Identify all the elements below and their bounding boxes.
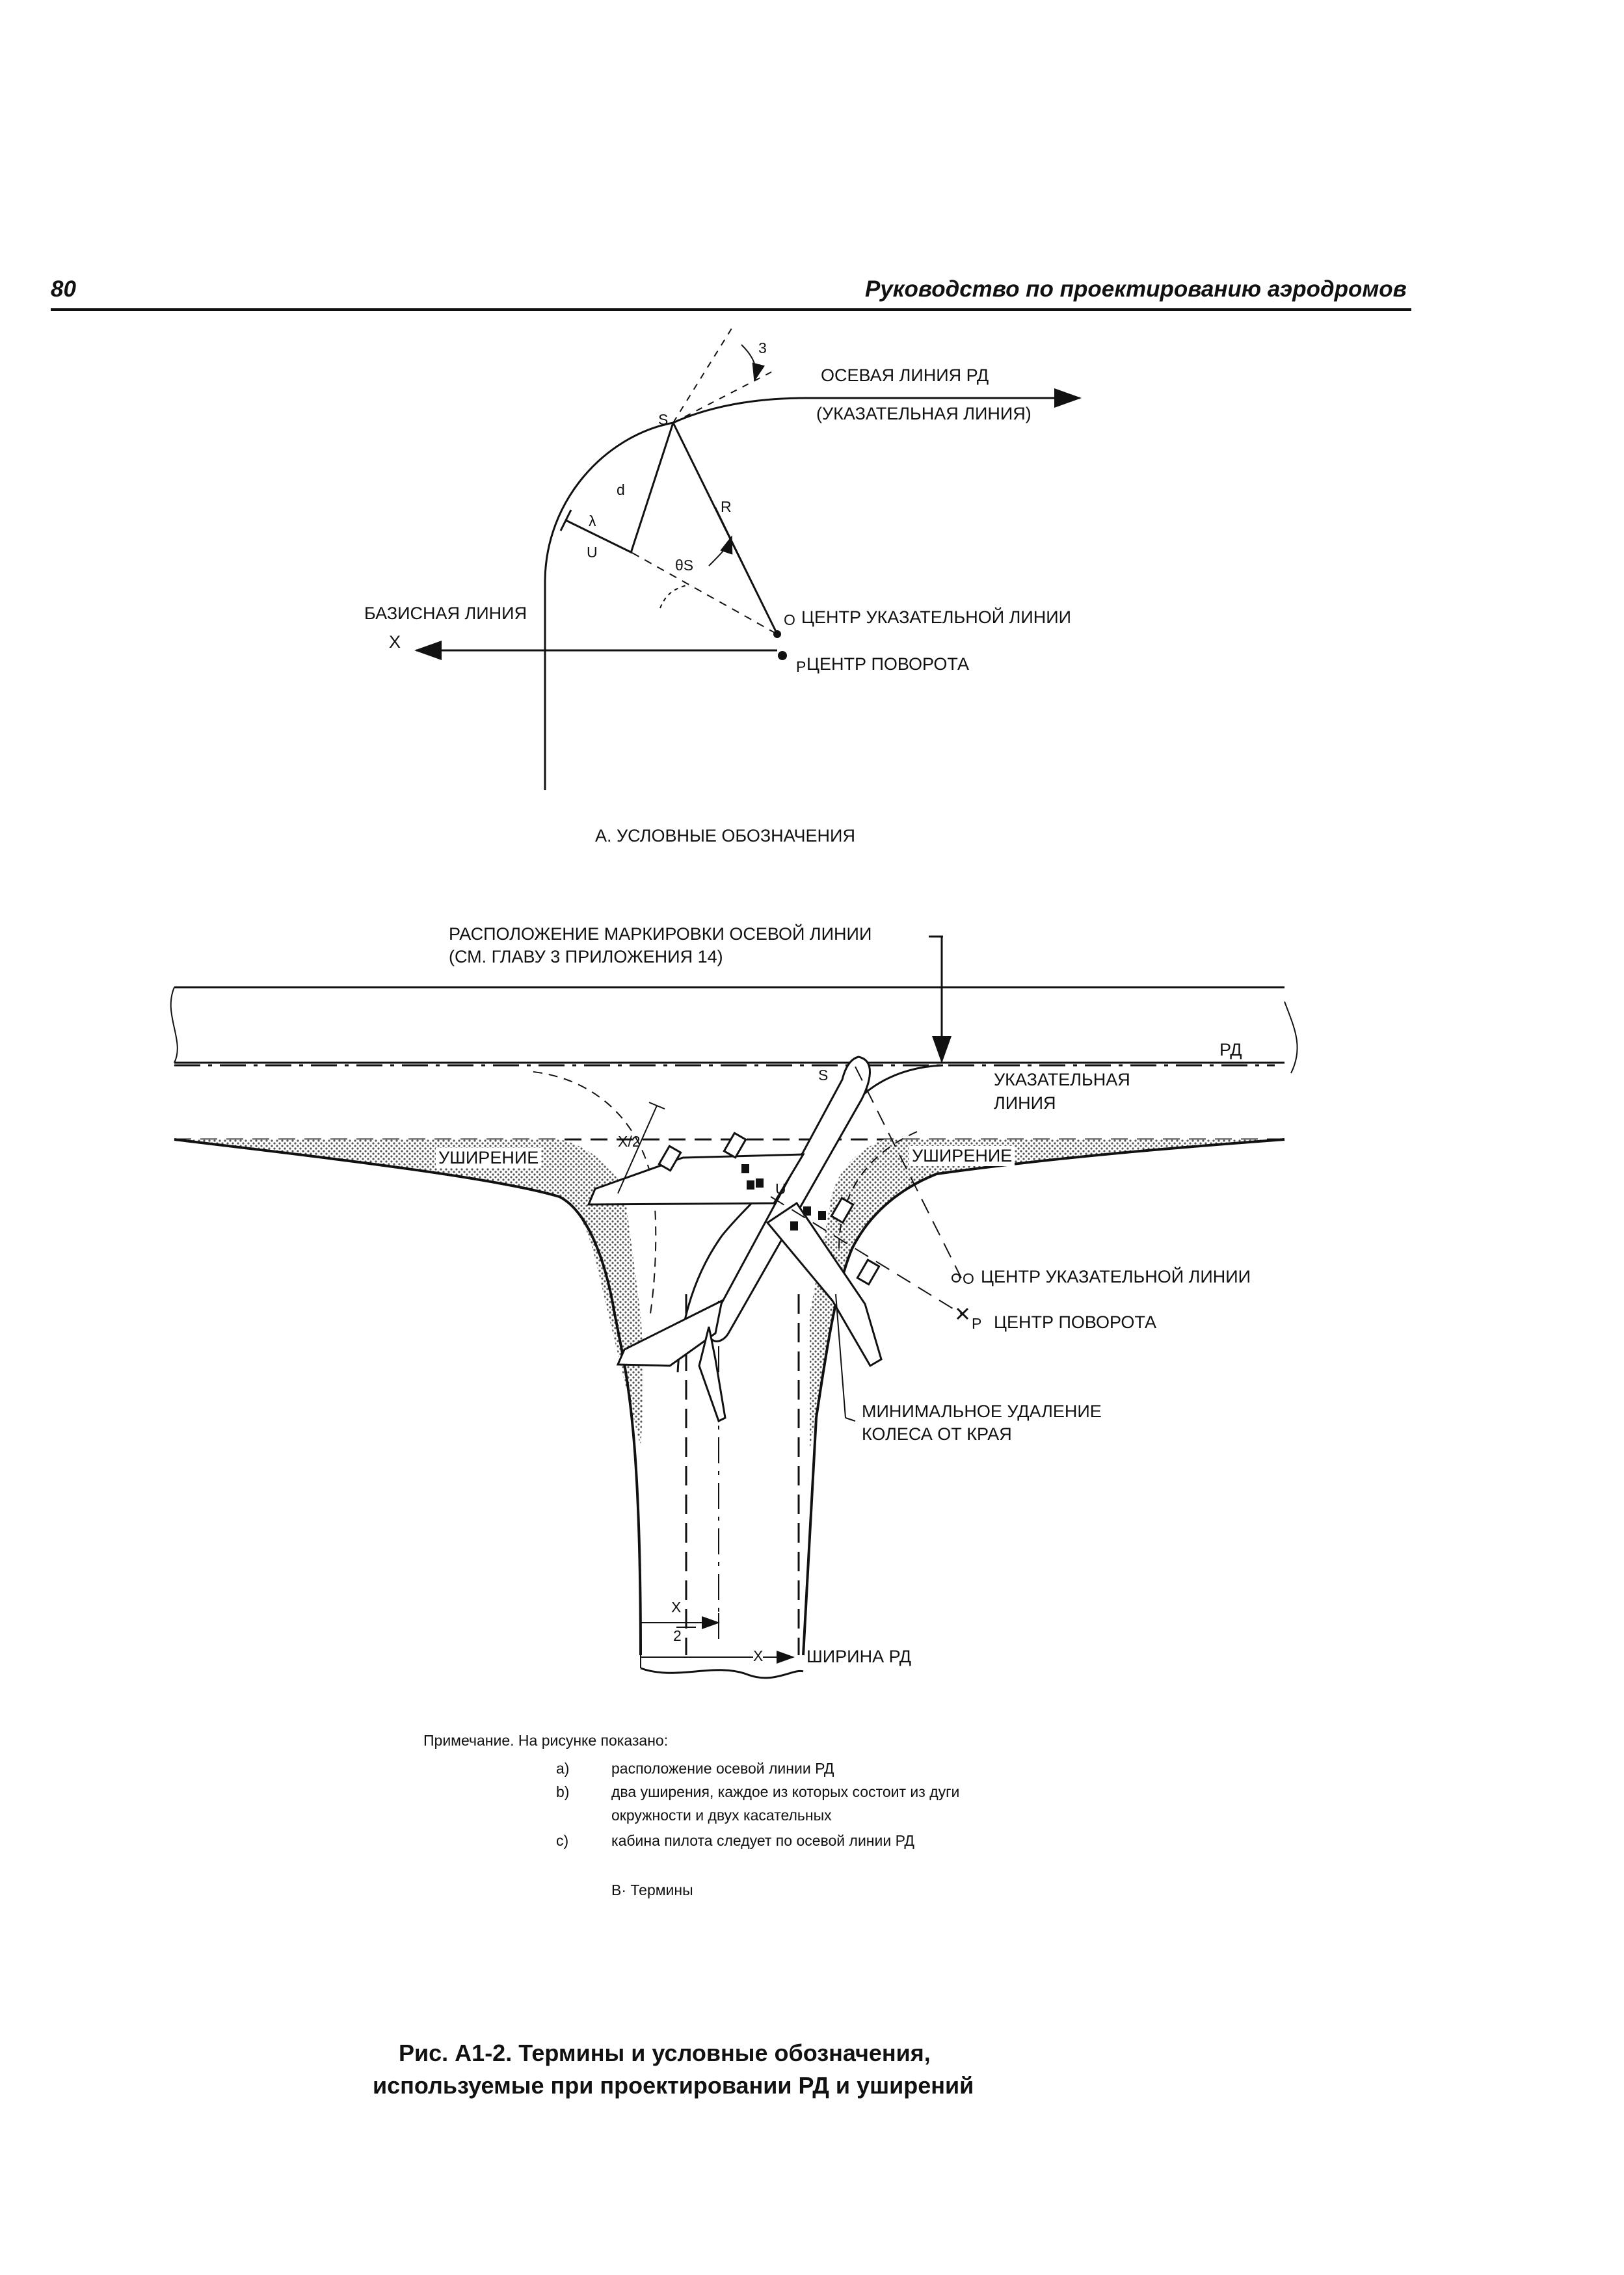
sym-o: O — [784, 611, 795, 628]
label-rd: РД — [1219, 1040, 1242, 1059]
sym-d: d — [617, 481, 625, 498]
point-o — [773, 630, 781, 638]
running-title: Руководство по проектированию аэродромов — [865, 276, 1407, 302]
dim-x-num: X — [671, 1599, 682, 1616]
angle-arc — [741, 344, 765, 382]
aircraft-wing-right — [765, 1201, 883, 1368]
label-turn-center: ЦЕНТР ПОВОРОТА — [806, 654, 970, 674]
line-u-o — [632, 552, 778, 635]
sym-p: P — [796, 658, 806, 675]
aircraft-tail — [616, 1299, 724, 1367]
label-turn-center-b: ЦЕНТР ПОВОРОТА — [994, 1312, 1157, 1332]
label-centerline-1: ОСЕВАЯ ЛИНИЯ РД — [821, 366, 989, 385]
dim-x: X — [753, 1647, 764, 1665]
sym-u-b: U — [775, 1180, 786, 1197]
sym-lambda: λ — [589, 512, 596, 529]
aircraft-wing-left — [587, 1153, 805, 1206]
page-number: 80 — [51, 276, 76, 302]
label-guide-center: ЦЕНТР УКАЗАТЕЛЬНОЙ ЛИНИИ — [801, 607, 1072, 627]
pavement-outline — [174, 1138, 642, 1656]
sym-x: X — [389, 632, 401, 652]
note-item-b-marker: b) — [556, 1783, 570, 1800]
dim-x-den: 2 — [673, 1627, 682, 1644]
note-item-a: расположение осевой линии РД — [611, 1760, 834, 1777]
label-guide-1: УКАЗАТЕЛЬНАЯ — [994, 1070, 1130, 1089]
aircraft-fuselage — [707, 1056, 871, 1342]
fillet-left — [174, 1139, 643, 1447]
sym-u: U — [587, 544, 598, 561]
line-r — [715, 507, 778, 635]
label-centerline-2: (УКАЗАТЕЛЬНАЯ ЛИНИЯ) — [816, 404, 1032, 423]
figure-b-diagram — [170, 935, 1298, 1679]
note-title: Примечание. На рисунке показано: — [423, 1732, 669, 1749]
note-item-c-marker: c) — [556, 1832, 569, 1849]
sym-s-b: S — [818, 1067, 829, 1084]
sym-o-b: O — [963, 1270, 974, 1287]
label-guide-2: ЛИНИЯ — [994, 1093, 1056, 1113]
label-guide-center-b: ЦЕНТР УКАЗАТЕЛЬНОЙ ЛИНИИ — [981, 1267, 1251, 1286]
line-s-u — [630, 422, 674, 553]
tangent-dashed-2 — [672, 370, 775, 423]
sym-p-b: P — [972, 1315, 982, 1332]
figure-caption-line2: используемые при проектировании РД и уши… — [373, 2072, 974, 2099]
label-marking-2: (СМ. ГЛАВУ 3 ПРИЛОЖЕНИЯ 14) — [449, 947, 723, 966]
label-fillet-right: УШИРЕНИЕ — [909, 1146, 1015, 1166]
line-lambda — [565, 519, 633, 554]
note-item-b: два уширения, каждое из которых состоит … — [611, 1783, 960, 1800]
sym-r: R — [721, 498, 732, 515]
note-item-a-marker: a) — [556, 1760, 570, 1777]
guideline-curve — [544, 388, 1082, 790]
label-width: ШИРИНА РД — [806, 1647, 912, 1666]
label-marking-1: РАСПОЛОЖЕНИЕ МАРКИРОВКИ ОСЕВОЙ ЛИНИИ — [449, 924, 872, 944]
label-baseline: БАЗИСНАЯ ЛИНИЯ — [364, 604, 527, 623]
label-fillet-left: УШИРЕНИЕ — [436, 1148, 542, 1168]
caption-figure-b: В· Термины — [611, 1882, 693, 1898]
sym-theta-s: θS — [675, 557, 694, 574]
fillet-right — [810, 1139, 1285, 1450]
figure-a-diagram — [414, 328, 1082, 790]
note-item-b-cont: окружности и двух касательных — [611, 1807, 832, 1824]
label-min-dist-2: КОЛЕСА ОТ КРАЯ — [862, 1424, 1012, 1444]
point-p — [778, 651, 787, 660]
label-min-dist-1: МИНИМАЛЬНОЕ УДАЛЕНИЕ — [862, 1402, 1102, 1421]
tick-1 — [559, 509, 572, 531]
note-item-c: кабина пилота следует по осевой линии РД — [611, 1832, 914, 1849]
sym-angle: 3 — [758, 339, 767, 356]
figure-caption-line1: Рис. А1-2. Термины и условные обозначени… — [399, 2040, 931, 2066]
tangent-dashed — [672, 328, 732, 423]
label-x-half: X/2 — [618, 1133, 641, 1150]
caption-figure-a: А. УСЛОВНЫЕ ОБОЗНАЧЕНИЯ — [595, 826, 855, 845]
header-rule — [51, 308, 1411, 311]
sym-s: S — [658, 411, 669, 428]
